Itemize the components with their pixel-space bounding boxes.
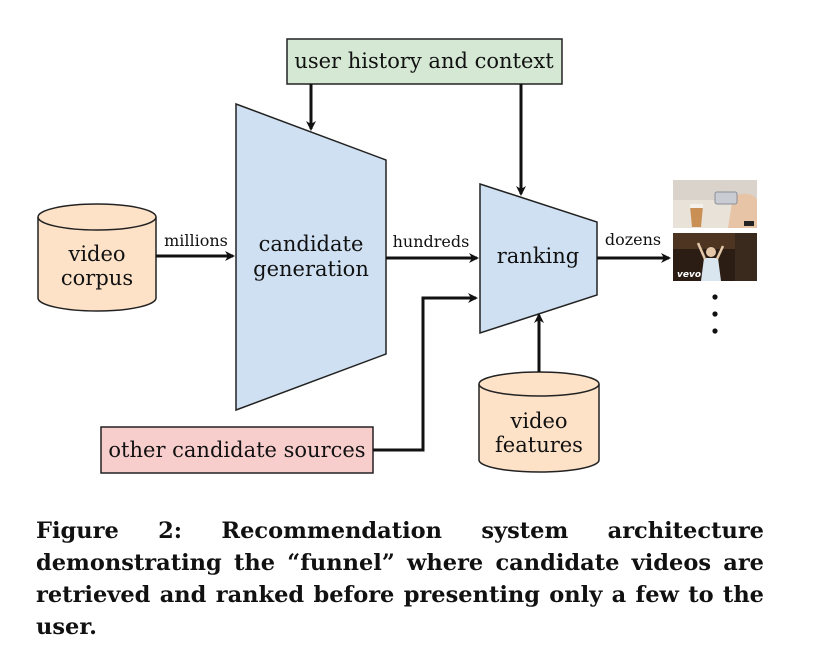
phone-and-coffee-thumbnail: [673, 180, 757, 228]
edge-label-dozens: dozens: [605, 230, 661, 249]
video-corpus-cylinder-top: [37, 203, 157, 231]
vevo-dance-thumbnail: vevo: [673, 233, 757, 281]
video-corpus-node: video corpus: [37, 203, 157, 312]
user-history-node: user history and context: [286, 38, 563, 85]
candidate-generation-funnel: [235, 102, 387, 412]
user-history-label: user history and context: [294, 49, 554, 73]
edge-label-hundreds: hundreds: [393, 232, 470, 251]
video-features-label-line1: video: [509, 409, 567, 433]
video-features-cylinder: [478, 384, 600, 473]
other-sources-box: [100, 426, 374, 474]
figure-caption: Figure 2: Recommendation system architec…: [36, 518, 764, 640]
other-sources-label: other candidate sources: [108, 438, 365, 462]
ranking-funnel: [479, 182, 598, 335]
other-sources-node: other candidate sources: [100, 426, 374, 474]
more-dot-3: [712, 328, 718, 334]
video-corpus-label-line1: video: [67, 242, 125, 266]
arrow-other-sources-to-ranking: [373, 293, 478, 452]
user-history-box: [286, 38, 563, 85]
video-corpus-label-line2: corpus: [61, 266, 133, 290]
video-features-node: video features: [478, 371, 600, 473]
ranking-node: ranking: [479, 182, 598, 335]
output-thumbnails: vevo: [673, 180, 757, 334]
candidate-generation-label-line1: candidate: [259, 232, 364, 256]
video-features-cylinder-top: [478, 371, 600, 397]
edge-label-millions: millions: [164, 231, 228, 250]
candidate-generation-node: candidate generation: [235, 102, 387, 412]
video-features-label-line2: features: [495, 433, 583, 457]
candidate-generation-label-line2: generation: [253, 257, 369, 281]
ranking-label: ranking: [497, 244, 580, 268]
vevo-watermark: vevo: [677, 270, 701, 280]
more-dot-1: [712, 294, 718, 300]
video-corpus-cylinder: [37, 217, 157, 312]
more-dot-2: [712, 311, 718, 317]
